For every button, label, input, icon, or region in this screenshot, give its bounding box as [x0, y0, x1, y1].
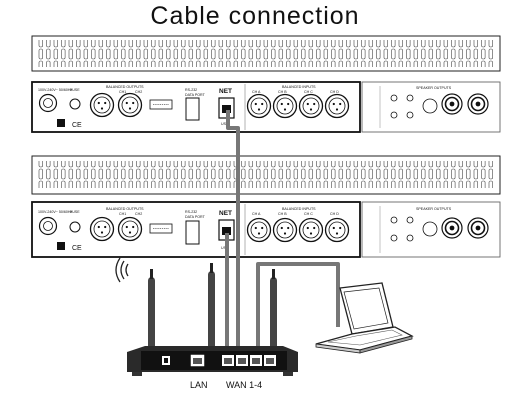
unit-1-binding-post-1 — [390, 94, 398, 102]
unit-2-fuse — [69, 221, 81, 233]
unit-2-vent-grille — [36, 161, 496, 188]
unit-2-input-xlr-d — [324, 217, 350, 243]
unit-1-fuse — [69, 98, 81, 110]
unit-2-in-chd: CH D — [330, 212, 339, 216]
unit-2-input-xlr-a — [246, 217, 272, 243]
unit-1-in-chb: CH B — [278, 90, 287, 94]
wifi-signal-icon — [115, 257, 129, 283]
router-lan-label: LAN — [190, 380, 208, 390]
unit-1-data-port — [185, 97, 200, 121]
amplifier-unit-2: 100V-240V~ 50/60Hz FUSE BALANCED OUTPUTS… — [31, 155, 501, 258]
unit-2-data-port-label: DATA PORT — [185, 215, 206, 219]
unit-2-speakon-1 — [441, 217, 463, 239]
unit-1-in-cha: CH A — [252, 90, 261, 94]
unit-2-binding-post-4 — [406, 234, 414, 242]
unit-1-usb-label: USB — [221, 122, 229, 126]
unit-2-out-ch2: CH2 — [135, 212, 142, 216]
unit-1-out-ch2: CH2 — [135, 90, 142, 94]
router-antenna-middle — [208, 271, 215, 355]
unit-2-binding-post-1 — [390, 216, 398, 224]
cable-router-to-laptop — [256, 262, 340, 358]
amplifier-unit-1: 100V-240V~ 50/60Hz FUSE BALANCED OUTPUTS… — [31, 35, 501, 133]
unit-2-power-label: 100V-240V~ 50/60Hz — [38, 210, 72, 214]
diagram-title: Cable connection — [150, 2, 360, 30]
unit-1-speakon-2 — [467, 93, 489, 115]
router-wan-label: WAN 1-4 — [226, 380, 262, 390]
unit-1-input-xlr-b — [272, 93, 298, 119]
unit-2-output-xlr-2 — [117, 216, 143, 242]
unit-1-data-port-label: DATA PORT — [185, 93, 206, 97]
unit-1-speaker-outputs-label: SPEAKER OUTPUTS — [416, 86, 452, 90]
unit-1-binding-post-2 — [390, 111, 398, 119]
unit-1-binding-post-3 — [406, 94, 414, 102]
unit-1-input-xlr-d — [324, 93, 350, 119]
unit-2-in-chc: CH C — [304, 212, 313, 216]
unit-1-out-ch1: CH1 — [119, 90, 126, 94]
unit-2-usb-label: USB — [221, 246, 229, 250]
network-cables — [225, 110, 340, 358]
unit-2-net-label: NET — [219, 210, 232, 217]
router-antenna-left — [148, 277, 155, 357]
unit-2-rs232-label: RS-232 — [185, 210, 197, 214]
unit-1-vent-grille — [36, 40, 496, 67]
unit-1-binding-post-4 — [406, 111, 414, 119]
unit-1-power-label: 100V-240V~ 50/60Hz — [38, 88, 72, 92]
laptop — [315, 282, 414, 354]
unit-2-binding-post-2 — [390, 234, 398, 242]
unit-2-in-cha: CH A — [252, 212, 261, 216]
cable-unit-1-to-router — [226, 110, 240, 358]
unit-1-in-chd: CH D — [330, 90, 339, 94]
unit-1-input-xlr-a — [246, 93, 272, 119]
unit-2-speaker-selector — [422, 221, 438, 237]
unit-1-fuse-label: FUSE — [70, 88, 80, 92]
unit-2-warning-symbol — [57, 242, 65, 250]
unit-2-binding-post-3 — [406, 216, 414, 224]
unit-1-warning-symbol — [57, 119, 65, 127]
unit-1-power-inlet — [38, 93, 58, 113]
router-antenna-right — [270, 277, 277, 357]
unit-2-ce-mark: CE — [72, 245, 82, 252]
unit-2-speaker-outputs-label: SPEAKER OUTPUTS — [416, 207, 452, 211]
unit-1-balanced-inputs-label: BALANCED INPUTS — [282, 85, 316, 89]
unit-2-output-xlr-1 — [89, 216, 115, 242]
unit-2-input-xlr-c — [298, 217, 324, 243]
unit-2-data-port — [185, 220, 200, 245]
unit-2-balanced-inputs-label: BALANCED INPUTS — [282, 207, 316, 211]
unit-1-in-chc: CH C — [304, 90, 313, 94]
unit-1-ce-mark: CE — [72, 122, 82, 129]
unit-2-in-chb: CH B — [278, 212, 287, 216]
unit-1-output-xlr-2 — [117, 92, 143, 118]
unit-1-net-label: NET — [219, 88, 232, 95]
unit-1-balanced-outputs-label: BALANCED OUTPUTS — [106, 85, 144, 89]
unit-1-output-xlr-1 — [89, 92, 115, 118]
unit-1-speakon-1 — [441, 93, 463, 115]
unit-1-rs232-label: RS-232 — [185, 88, 197, 92]
unit-2-balanced-outputs-label: BALANCED OUTPUTS — [106, 207, 144, 211]
unit-2-speakon-2 — [467, 217, 489, 239]
unit-2-input-xlr-b — [272, 217, 298, 243]
unit-2-out-ch1: CH1 — [119, 212, 126, 216]
wifi-router: LAN WAN 1-4 — [115, 257, 298, 390]
unit-1-speaker-selector — [422, 98, 438, 114]
unit-1-input-xlr-c — [298, 93, 324, 119]
unit-2-fuse-label: FUSE — [70, 210, 80, 214]
unit-2-power-inlet — [38, 216, 58, 236]
